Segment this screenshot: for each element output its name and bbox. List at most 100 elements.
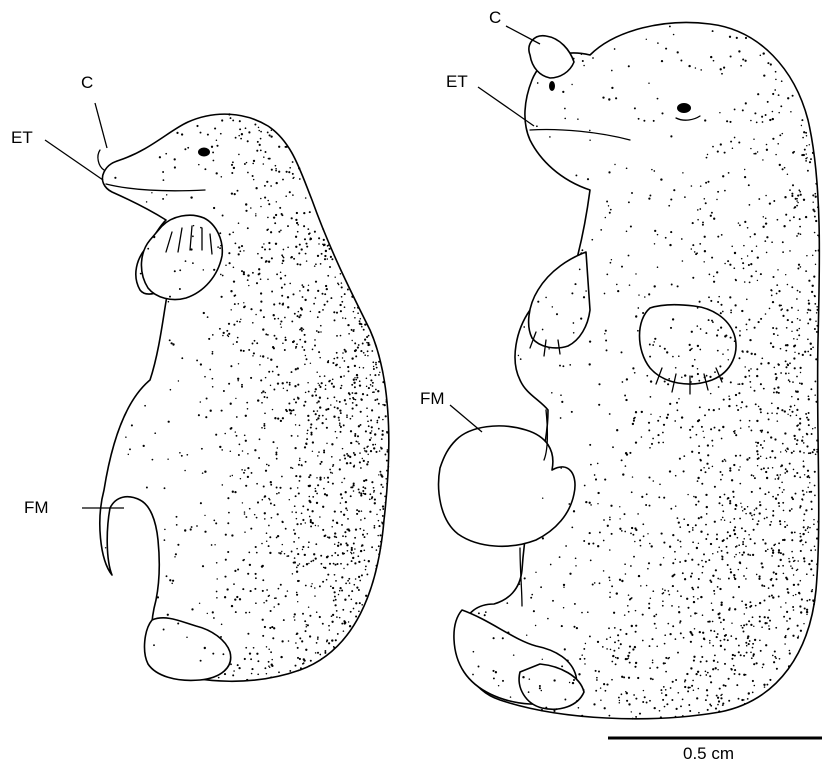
stipple-dot (805, 160, 807, 162)
stipple-dot (260, 206, 261, 207)
stipple-dot (216, 172, 218, 174)
stipple-dot (714, 427, 716, 429)
stipple-dot (736, 37, 738, 39)
stipple-dot (224, 673, 226, 675)
stipple-dot (673, 189, 675, 191)
stipple-dot (281, 213, 283, 215)
stipple-dot (303, 565, 305, 567)
stipple-dot (810, 348, 812, 350)
stipple-dot (804, 474, 805, 475)
stipple-dot (676, 708, 678, 710)
stipple-dot (241, 386, 243, 388)
stipple-dot (705, 674, 707, 676)
stipple-dot (648, 197, 650, 199)
stipple-dot (759, 602, 761, 604)
stipple-dot (268, 525, 270, 527)
stipple-dot (794, 352, 795, 353)
stipple-dot (691, 375, 693, 377)
stipple-dot (691, 572, 693, 574)
stipple-dot (738, 544, 740, 546)
stipple-dot (726, 120, 728, 122)
stipple-dot (740, 407, 742, 409)
stipple-dot (729, 398, 731, 400)
stipple-dot (719, 365, 721, 367)
stipple-dot (678, 398, 680, 400)
stipple-dot (374, 374, 376, 376)
stipple-dot (345, 536, 347, 538)
stipple-dot (783, 489, 785, 491)
stipple-dot (308, 541, 310, 543)
stipple-dot (310, 363, 311, 364)
stipple-dot (614, 48, 616, 50)
stipple-dot (811, 590, 813, 592)
stipple-dot (796, 439, 798, 441)
stipple-dot (744, 60, 746, 62)
stipple-dot (673, 34, 675, 36)
stipple-dot (365, 479, 367, 481)
stipple-dot (277, 513, 279, 515)
stipple-dot (746, 299, 748, 301)
stipple-dot (716, 538, 718, 540)
stipple-dot (361, 510, 363, 512)
stipple-dot (765, 313, 767, 315)
stipple-dot (225, 265, 227, 267)
stipple-dot (233, 583, 235, 585)
stipple-dot (798, 264, 800, 266)
stipple-dot (196, 125, 198, 127)
stipple-dot (784, 521, 785, 522)
stipple-dot (239, 444, 241, 446)
stipple-dot (797, 625, 799, 627)
stipple-dot (790, 565, 791, 566)
stipple-dot (235, 431, 236, 432)
stipple-dot (310, 433, 312, 435)
stipple-dot (260, 309, 262, 311)
stipple-dot (293, 616, 295, 618)
stipple-dot (748, 643, 750, 645)
stipple-dot (799, 291, 801, 293)
stipple-dot (358, 488, 360, 490)
stipple-dot (667, 383, 669, 385)
stipple-dot (321, 253, 323, 255)
stipple-dot (717, 586, 719, 588)
stipple-dot (716, 334, 718, 336)
stipple-dot (260, 292, 262, 294)
stipple-dot (357, 555, 359, 557)
stipple-dot (588, 543, 590, 545)
stipple-dot (787, 174, 789, 176)
stipple-dot (654, 285, 656, 287)
stipple-dot (785, 344, 787, 346)
stipple-dot (749, 606, 751, 608)
stipple-dot (700, 469, 702, 471)
stipple-dot (366, 573, 368, 575)
stipple-dot (302, 346, 304, 348)
stipple-dot (269, 536, 271, 538)
stipple-dot (340, 412, 342, 414)
stipple-dot (807, 309, 809, 311)
stipple-dot (319, 516, 321, 518)
stipple-dot (301, 330, 303, 332)
stipple-dot (581, 654, 583, 656)
stipple-dot (320, 555, 322, 557)
stipple-dot (796, 339, 797, 340)
stipple-dot (342, 352, 344, 354)
stipple-dot (245, 647, 247, 649)
stipple-dot (614, 627, 616, 629)
stipple-dot (365, 430, 367, 432)
stipple-dot (700, 661, 702, 663)
stipple-dot (792, 635, 794, 637)
stipple-dot (323, 239, 325, 241)
stipple-dot (667, 623, 669, 625)
stipple-dot (368, 387, 370, 389)
stipple-dot (683, 518, 685, 520)
stipple-dot (265, 151, 267, 153)
stipple-dot (368, 560, 370, 562)
stipple-dot (348, 595, 350, 597)
stipple-dot (589, 635, 591, 637)
stipple-dot (652, 662, 654, 664)
stipple-dot (778, 364, 780, 366)
stipple-dot (299, 264, 301, 266)
stipple-dot (208, 338, 210, 340)
stipple-dot (720, 697, 722, 699)
stipple-dot (782, 315, 784, 317)
stipple-dot (743, 624, 745, 626)
